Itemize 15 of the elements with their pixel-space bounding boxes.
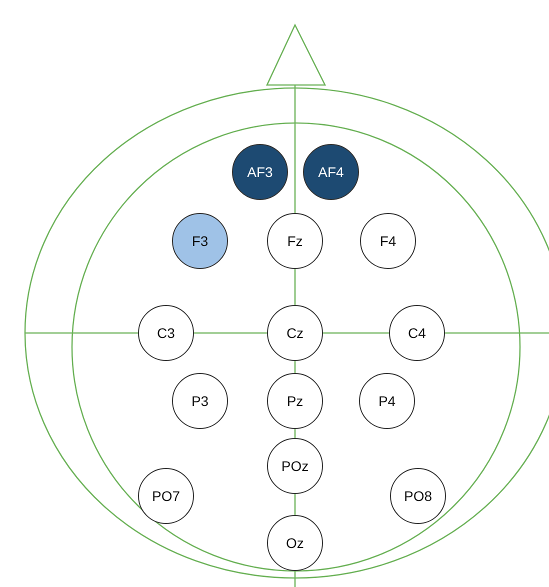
electrode-marker: Fz <box>267 213 323 269</box>
electrode-marker: AF3 <box>232 144 288 200</box>
electrode-marker: Pz <box>267 373 323 429</box>
electrode-marker: Oz <box>267 515 323 571</box>
electrode-marker: C4 <box>389 305 445 361</box>
electrode-marker: Cz <box>267 305 323 361</box>
electrode-marker: F3 <box>172 213 228 269</box>
electrode-marker: AF4 <box>303 144 359 200</box>
electrode-marker: P4 <box>359 373 415 429</box>
electrode-marker: P3 <box>172 373 228 429</box>
electrode-marker: C3 <box>138 305 194 361</box>
electrode-marker: F4 <box>360 213 416 269</box>
electrode-marker: POz <box>267 438 323 494</box>
electrode-marker: PO8 <box>390 468 446 524</box>
electrode-marker: PO7 <box>138 468 194 524</box>
